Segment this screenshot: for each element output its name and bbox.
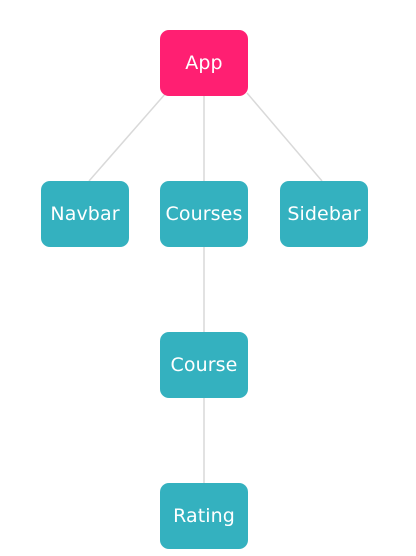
node-app: App	[160, 30, 248, 96]
node-navbar-label: Navbar	[50, 203, 120, 225]
node-app-label: App	[185, 52, 223, 74]
node-navbar: Navbar	[41, 181, 129, 247]
node-courses: Courses	[160, 181, 248, 247]
node-sidebar-label: Sidebar	[287, 203, 361, 225]
node-rating: Rating	[160, 483, 248, 549]
edge-app-sidebar	[246, 92, 323, 182]
node-course-label: Course	[170, 354, 238, 376]
node-rating-label: Rating	[173, 505, 235, 527]
node-sidebar: Sidebar	[280, 181, 368, 247]
node-courses-label: Courses	[165, 203, 243, 225]
edge-app-navbar	[88, 92, 167, 182]
node-course: Course	[160, 332, 248, 398]
